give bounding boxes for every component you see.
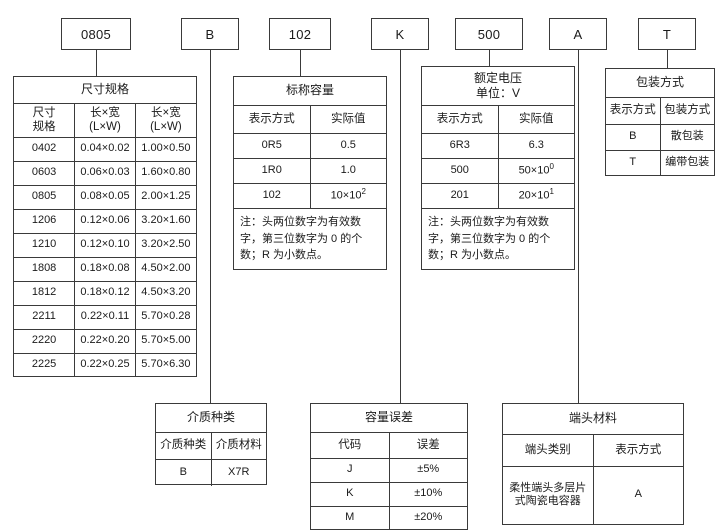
nominal-capacitance-table: 标称容量 表示方式 实际值 0R5 0.5 1R0 1.0 102 10×102 xyxy=(233,76,387,270)
code-box-dielectric-label: B xyxy=(205,26,215,42)
table-row: 0R5 0.5 xyxy=(234,132,386,159)
packaging-table: 包装方式 表示方式 包装方式 B 散包装 T 编带包装 xyxy=(605,68,715,176)
table-row: T 编带包装 xyxy=(606,149,714,176)
code-box-tolerance[interactable]: K xyxy=(371,18,429,50)
connector-line-voltage xyxy=(489,50,490,76)
connector-line-tolerance xyxy=(400,50,401,403)
packaging-table-title: 包装方式 xyxy=(606,69,714,98)
termination-material-table: 端头材料 端头类别 表示方式 柔性端头多层片 式陶瓷电容器 A xyxy=(502,403,684,525)
size-table-header-size: 尺寸 规格 xyxy=(14,102,76,138)
tolerance-table-header-code: 代码 xyxy=(311,431,390,459)
code-box-tolerance-label: K xyxy=(395,26,405,42)
table-row: 1R0 1.0 xyxy=(234,157,386,184)
voltage-row1-code: 6R3 xyxy=(422,132,499,159)
voltage-table-header-code: 表示方式 xyxy=(422,104,499,134)
termination-table-header-code: 表示方式 xyxy=(592,433,683,467)
connector-line-size xyxy=(96,50,97,76)
code-box-termination[interactable]: A xyxy=(549,18,607,50)
table-row: J ±5% xyxy=(311,457,467,483)
termination-row1-type: 柔性端头多层片 式陶瓷电容器 xyxy=(503,465,594,524)
table-row: 6R3 6.3 xyxy=(422,132,574,159)
termination-row1-code: A xyxy=(592,465,683,524)
code-box-dielectric[interactable]: B xyxy=(181,18,239,50)
code-box-size[interactable]: 0805 xyxy=(61,18,131,50)
voltage-row2-value: 50×100 xyxy=(497,157,574,184)
dielectric-type-table: 介质种类 介质种类 介质材料 B X7R xyxy=(155,403,267,486)
rated-voltage-table: 额定电压 单位：V 表示方式 实际值 6R3 6.3 500 50×100 20… xyxy=(421,66,575,270)
code-box-voltage[interactable]: 500 xyxy=(455,18,523,50)
voltage-row1-value: 6.3 xyxy=(497,132,574,159)
dielectric-table-title: 介质种类 xyxy=(156,404,266,433)
voltage-row3-code: 201 xyxy=(422,182,499,209)
voltage-row3-value: 20×101 xyxy=(497,182,574,209)
capacitance-table-note: 注：头两位数字为有效数 字，第三位数字为 0 的个 数；R 为小数点。 xyxy=(234,207,386,269)
packaging-table-header-type: 包装方式 xyxy=(659,96,714,125)
capacitance-table-header-code: 表示方式 xyxy=(234,104,311,134)
table-row: K ±10% xyxy=(311,481,467,507)
dielectric-table-header-material: 介质材料 xyxy=(210,431,266,460)
capacitance-table-header-value: 实际值 xyxy=(309,104,386,134)
tolerance-table-title: 容量误差 xyxy=(311,404,467,433)
capacitance-tolerance-table: 容量误差 代码 误差 J ±5% K ±10% M ±20% xyxy=(310,403,468,530)
table-row: B X7R xyxy=(156,458,266,486)
code-box-packaging-label: T xyxy=(662,26,672,42)
connector-line-dielectric xyxy=(210,50,211,403)
capacitance-table-title: 标称容量 xyxy=(234,77,386,106)
table-row: B 散包装 xyxy=(606,123,714,151)
connector-line-termination xyxy=(578,50,579,403)
connector-line-capacitance xyxy=(300,50,301,76)
table-row: 102 10×102 xyxy=(234,182,386,209)
table-row: 201 20×101 xyxy=(422,182,574,209)
code-box-capacitance-label: 102 xyxy=(288,26,312,42)
code-box-voltage-label: 500 xyxy=(477,26,501,42)
connector-line-packaging xyxy=(667,50,668,76)
dielectric-table-header-type: 介质种类 xyxy=(156,431,212,460)
size-table-header-inch: 长×宽 (L×W) xyxy=(74,102,136,138)
table-row: 柔性端头多层片 式陶瓷电容器 A xyxy=(503,465,683,524)
code-box-packaging[interactable]: T xyxy=(638,18,696,50)
size-table-title: 尺寸规格 xyxy=(14,77,196,104)
capacitance-row3-value: 10×102 xyxy=(309,182,386,209)
code-box-capacitance[interactable]: 102 xyxy=(269,18,331,50)
voltage-table-header-value: 实际值 xyxy=(497,104,574,134)
capacitance-row3-code: 102 xyxy=(234,182,311,209)
voltage-table-title: 额定电压 单位：V xyxy=(422,67,574,106)
termination-table-header-type: 端头类别 xyxy=(503,433,594,467)
size-table-header-mm: 长×宽 (L×W) xyxy=(134,102,196,138)
voltage-row2-code: 500 xyxy=(422,157,499,184)
code-box-termination-label: A xyxy=(573,26,583,42)
packaging-table-header-code: 表示方式 xyxy=(606,96,661,125)
table-row: 500 50×100 xyxy=(422,157,574,184)
table-row: M ±20% xyxy=(311,505,467,530)
termination-table-title: 端头材料 xyxy=(503,404,683,435)
tolerance-table-header-value: 误差 xyxy=(388,431,467,459)
code-box-size-label: 0805 xyxy=(80,26,112,42)
voltage-table-note: 注：头两位数字为有效数 字，第三位数字为 0 的个 数；R 为小数点。 xyxy=(422,207,574,269)
